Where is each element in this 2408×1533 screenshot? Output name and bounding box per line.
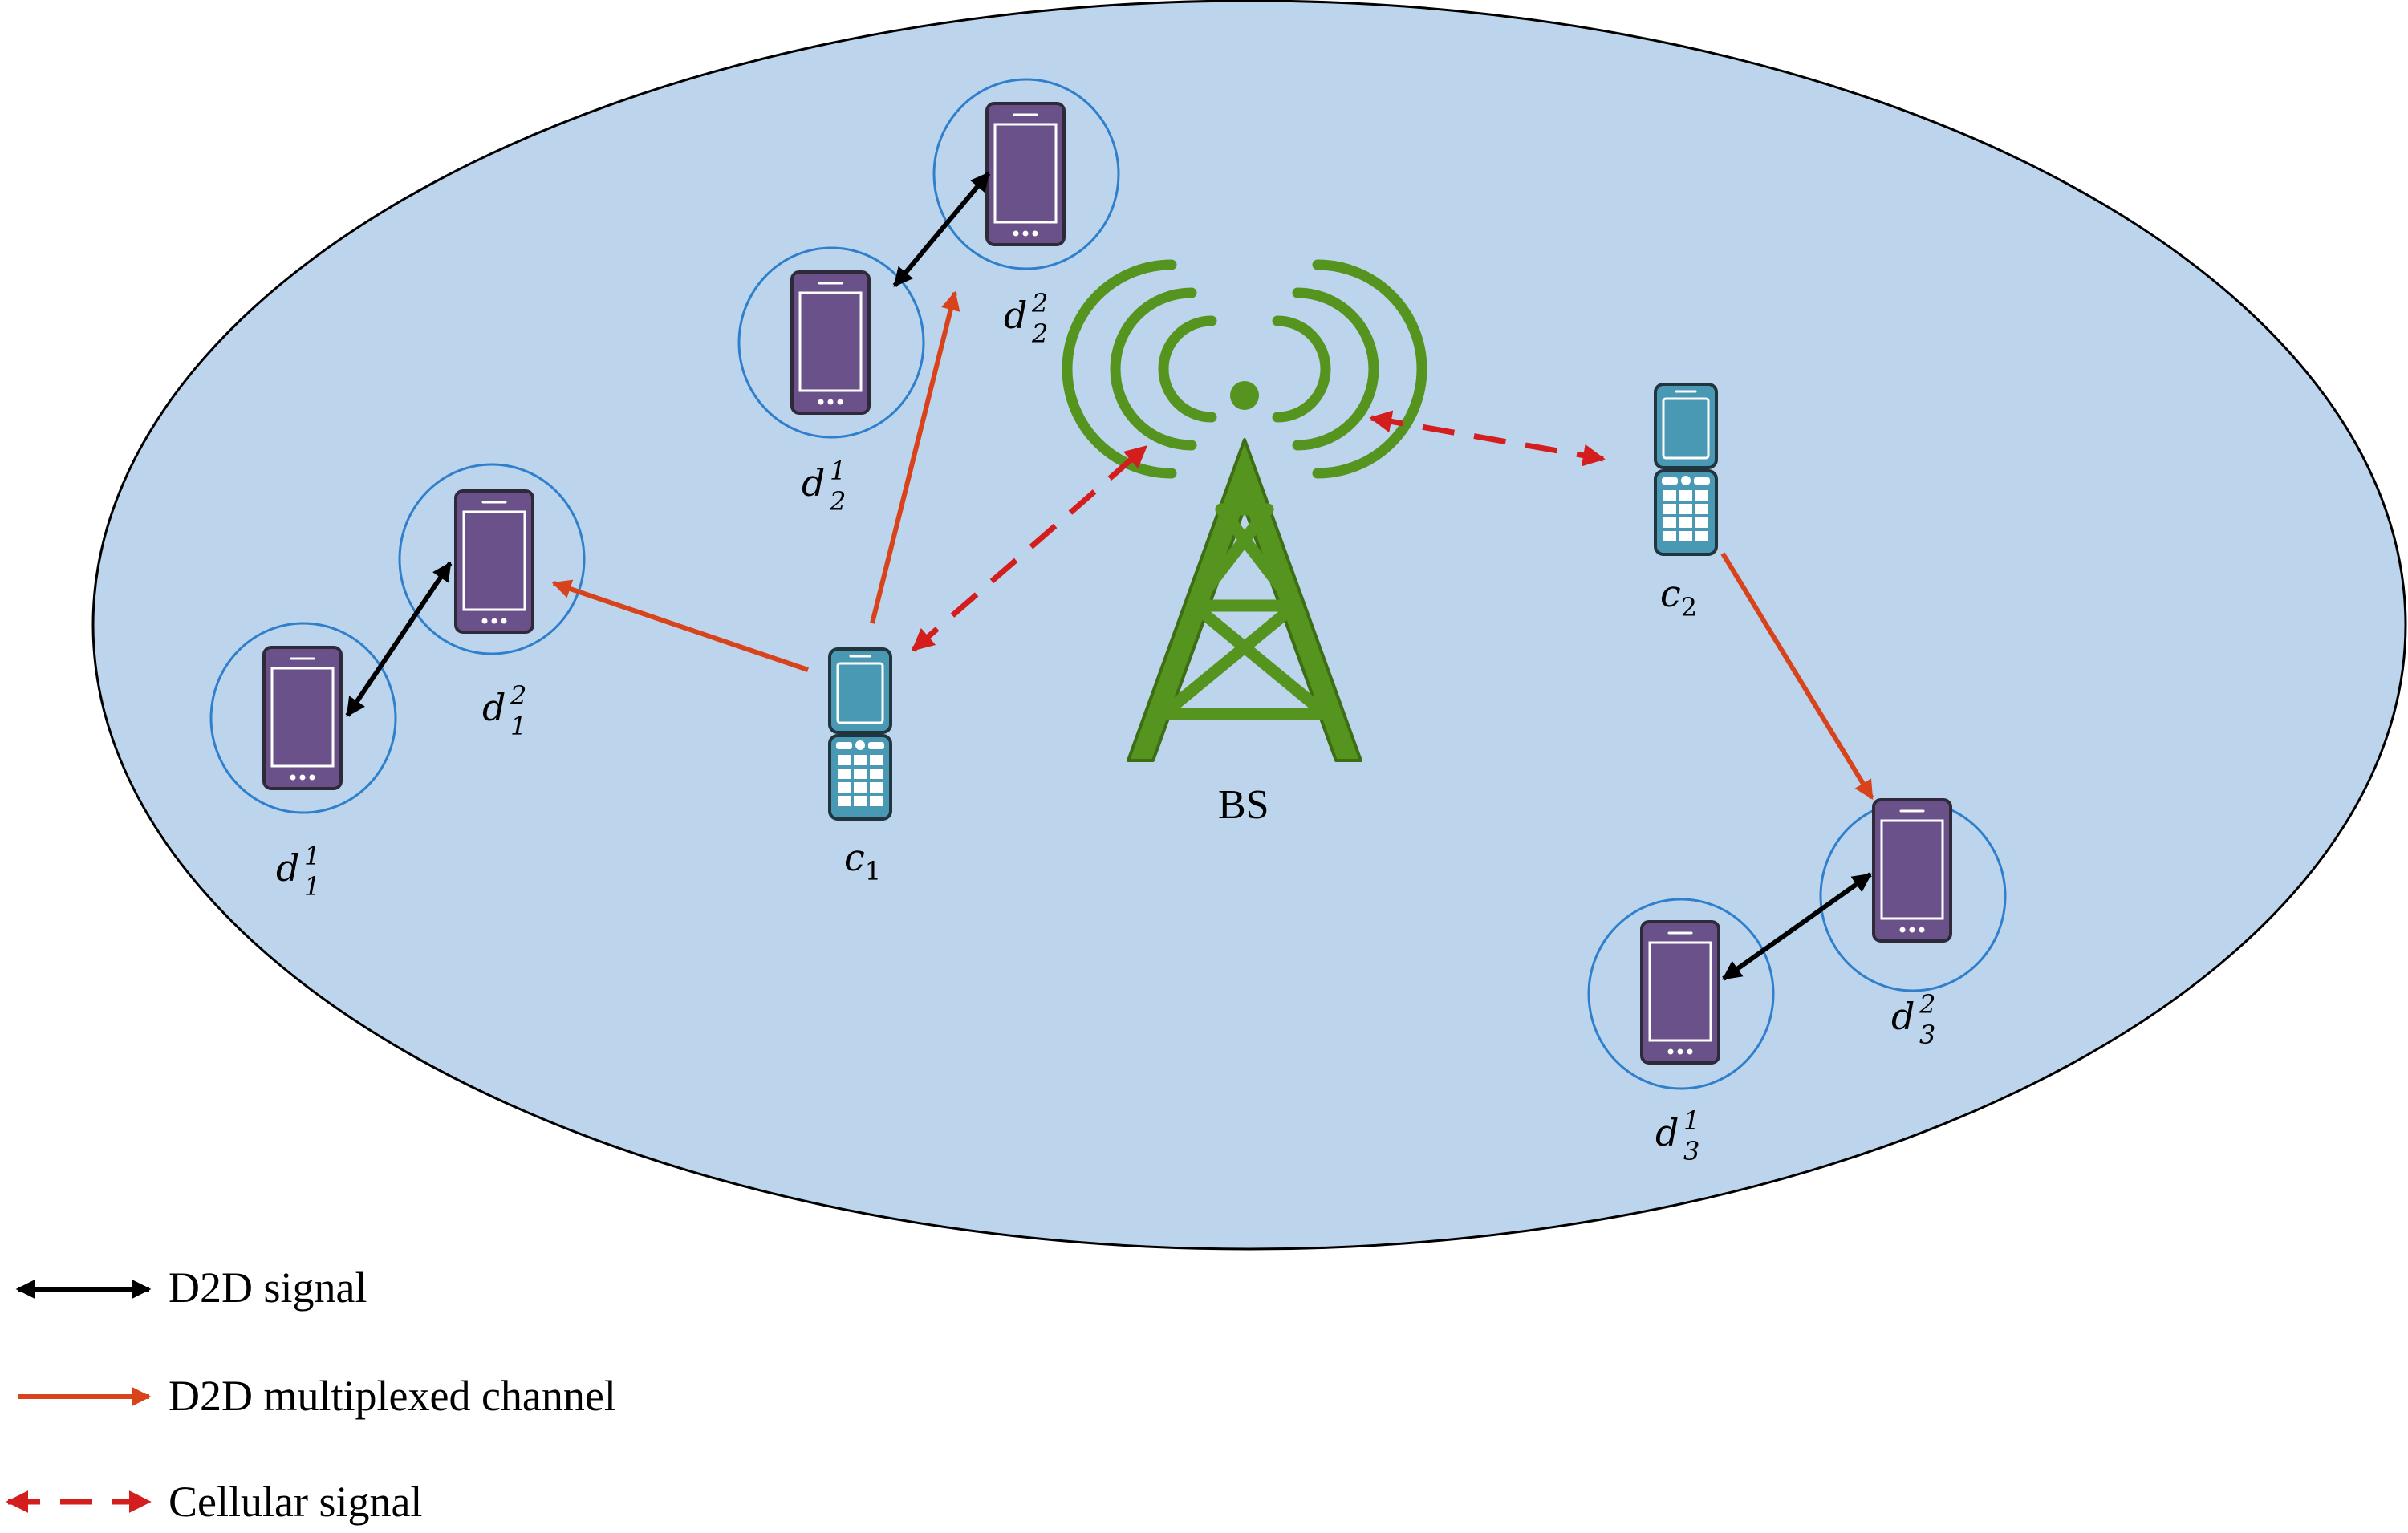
svg-text:2: 2 [1031,288,1048,318]
d31-label: d 1 3 [1655,1105,1699,1166]
svg-text:d: d [1655,1111,1679,1154]
d2d-signal-links [345,172,1872,981]
cellular-bs-c2 [1369,410,1606,467]
svg-text:2: 2 [510,680,526,711]
ring-d11 [209,622,397,814]
d21-label: d 1 2 [802,456,846,517]
d32-label: d 2 3 [1891,989,1935,1050]
svg-text:2: 2 [1031,318,1048,349]
cellular-links [911,410,1606,652]
bs-label: BS [1218,782,1269,828]
smartphone-d11-icon [262,646,343,790]
svg-text:3: 3 [1683,1136,1699,1166]
svg-text:c1: c1 [844,836,881,886]
cell-coverage-area [91,0,2407,1251]
svg-text:d: d [1004,294,1027,337]
smartphone-d32-icon [1872,798,1952,943]
svg-text:d: d [802,461,825,505]
d2d-link-1 [345,562,453,717]
ring-d12 [398,463,586,655]
svg-text:c2: c2 [1660,572,1697,623]
ring-d21 [737,246,925,439]
d11-label: d 1 1 [276,841,320,902]
smartphone-d22-icon [985,102,1066,246]
svg-text:d: d [482,686,506,729]
d2d-link-2 [892,172,991,287]
legend-item-multiplexed: D2D multiplexed channel [18,1372,616,1420]
svg-text:3: 3 [1919,1020,1935,1050]
svg-text:1: 1 [510,711,526,741]
svg-text:1: 1 [304,871,320,902]
legend-d2d-signal-label: D2D signal [169,1263,367,1312]
legend-multiplexed-label: D2D multiplexed channel [169,1372,616,1420]
smartphone-d21-icon [790,270,871,415]
svg-text:d: d [276,846,299,890]
svg-text:1: 1 [830,456,846,486]
d12-label: d 2 1 [482,680,526,741]
smartphone-d31-icon [1640,920,1720,1065]
svg-text:2: 2 [829,486,846,517]
legend-item-cellular: Cellular signal [6,1478,422,1526]
smartphone-d12-icon [454,489,534,634]
c2-label: c2 [1660,572,1697,623]
flip-phone-c1-icon [828,647,892,821]
legend-item-d2d-signal: D2D signal [15,1263,367,1312]
multiplexed-c2-d32 [1720,552,1874,801]
d22-label: d 2 2 [1004,288,1048,349]
legend: D2D signal D2D multiplexed channel Cellu… [6,1263,616,1526]
ring-d31 [1587,898,1775,1090]
svg-text:1: 1 [304,841,320,871]
flip-phone-c2-icon [1654,383,1718,556]
multiplexed-c1-d12 [551,579,809,672]
legend-cellular-label: Cellular signal [169,1478,422,1526]
svg-text:2: 2 [1919,989,1935,1020]
d2d-link-3 [1722,872,1872,981]
svg-text:1: 1 [1683,1105,1699,1136]
base-station-tower-icon [1062,259,1427,762]
svg-text:d: d [1891,995,1915,1038]
c1-label: c1 [844,836,881,886]
